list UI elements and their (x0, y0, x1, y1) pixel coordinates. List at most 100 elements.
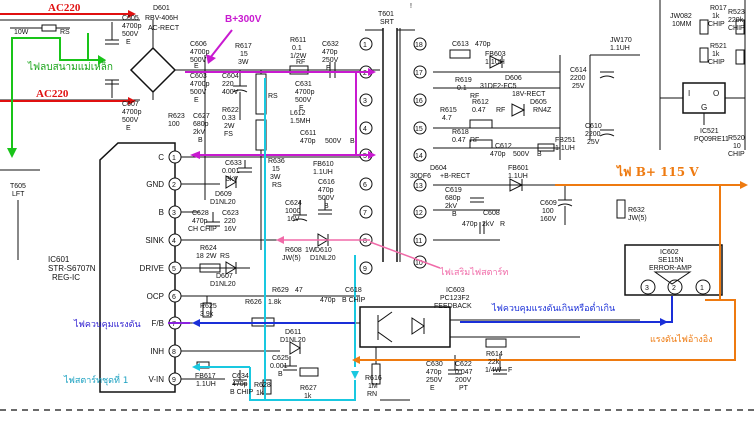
r520-rating: CHIP (728, 151, 745, 158)
t601-mark: ! (410, 3, 412, 10)
ic601-pin-2 (168, 177, 182, 191)
r611-type: RF (296, 59, 305, 66)
ic602-ref: IC602 (660, 249, 679, 256)
c611-rating: 500V (325, 138, 342, 145)
d604-type: +B-RECT (440, 173, 471, 180)
c613-value: 470p (475, 41, 491, 48)
c605-ref: C605 (122, 15, 139, 22)
r611-ref: R611 (290, 37, 306, 44)
fb603-ref: FB603 (485, 51, 506, 58)
r521-ref: R521 (710, 43, 727, 50)
ic601-pin-8-num: 8 (172, 349, 176, 356)
c624-ref: C624 (285, 200, 302, 207)
c612-rating: 500V (513, 151, 530, 158)
c604-rating: 400V (222, 89, 239, 96)
c605-value: 4700p (122, 23, 142, 30)
ic601-pin-8-name: INH (150, 347, 164, 356)
ic521-part: PQ09RE11 (694, 136, 729, 143)
ic521-pin-i: I (688, 89, 690, 98)
degauss-resistor-type: RS (60, 29, 70, 36)
ic521-pin-o: O (713, 89, 719, 98)
t601-pin-17 (413, 65, 427, 79)
b115-arrow (740, 181, 748, 189)
jw082-value: 10MM (672, 21, 692, 28)
c605-rating: 500V (122, 31, 139, 38)
c613-ref: C613 (452, 41, 469, 48)
r624-rating: 2W (206, 253, 217, 260)
r628-ref: R628 (254, 382, 271, 389)
c632-value: 470p (322, 49, 338, 56)
ic601-pin-5-num: 5 (172, 266, 176, 273)
c622-rating: 200V (455, 377, 472, 384)
c628-rating: CH CHIP (188, 226, 217, 233)
t601-pin-12 (413, 205, 427, 219)
ic601-pin-6-name: OCP (147, 292, 164, 301)
d601-type: AC-RECT (148, 25, 180, 32)
label-b300: B+300V (225, 14, 262, 25)
signal-highlights (0, 10, 748, 401)
c609-ref: C609 (540, 200, 557, 207)
r632-value: JW(5) (628, 215, 647, 222)
c627-value: 680p (193, 121, 209, 128)
c624-value: 1000 (285, 208, 301, 215)
t601-pin-9 (359, 261, 373, 275)
degauss-arrow-right (98, 55, 106, 65)
d606-ref: D606 (505, 75, 522, 82)
d605-value: RN4Z (533, 107, 552, 114)
ic602-body (624, 244, 723, 296)
t601-pin-18 (413, 37, 427, 51)
ic601-pin-4 (168, 233, 182, 247)
t601-pin-2-label: 2 (363, 70, 367, 77)
t601-pin-17-label: 17 (415, 70, 423, 77)
c607-ref: C607 (122, 101, 139, 108)
c607-value: 4700p (122, 109, 142, 116)
start-arrow-down (351, 371, 359, 379)
regulator-arrow (352, 356, 360, 364)
r622-type: FS (224, 131, 233, 138)
r612-type: RF (496, 107, 505, 114)
t601-pin-10-label: 10 (415, 260, 423, 267)
label-regulator: แรงดันไฟอ้างอิง (650, 334, 713, 345)
r619-value: 0.1 (457, 85, 467, 92)
c627-ref: C627 (193, 113, 210, 120)
d609-ref: D609 (215, 191, 232, 198)
c622-type: PT (459, 385, 469, 392)
label-feedback-over: ไฟควบคุมแรงดันเกินหรือต่ำเกิน (491, 301, 615, 314)
c625-ref: C625 (272, 355, 289, 362)
r636-value: 15 (272, 166, 280, 173)
r614-rating: 1/4W (485, 367, 502, 374)
ic602-pin-2 (667, 279, 683, 295)
c610-rating: 25V (587, 139, 600, 146)
t601-pin-7 (359, 205, 373, 219)
d611-ref: D611 (285, 329, 301, 336)
r616-ref: R616 (365, 375, 382, 382)
c624-rating: 16V (287, 216, 300, 223)
c630-value: 470p (426, 369, 442, 376)
ic603-part: PC123F2 (440, 295, 470, 302)
r618-value: 0.47 (452, 137, 466, 144)
r616-value: 1M (368, 383, 378, 390)
r017-value: 1k (712, 13, 720, 20)
t601-pin-1 (359, 37, 373, 51)
regulator-join (720, 299, 736, 340)
ic601-pin-6 (168, 289, 182, 303)
r615-value: 4.7 (442, 115, 452, 122)
c607-rating: 500V (122, 117, 139, 124)
r622-rating: 2W (224, 123, 235, 130)
fb601-value: 1.1UH (508, 173, 528, 180)
t601-pin-3-label: 3 (363, 98, 367, 105)
ic602-pin-2-label: 2 (672, 285, 676, 292)
c627-rating: 2kV (193, 129, 205, 136)
t601-pin-8-label: 8 (363, 238, 367, 245)
c631-rating: 500V (295, 97, 312, 104)
r619-type: RF (470, 93, 479, 100)
ic601-pin-7-name: F/B (152, 319, 164, 328)
c611-ref: C611 (300, 130, 316, 137)
t601-pin-14-label: 14 (415, 153, 423, 160)
c618-ref: C618 (345, 287, 362, 294)
bridge-rectifier-d601 (129, 46, 177, 94)
t601-pin-11-label: 11 (415, 238, 422, 245)
r624-type: RS (220, 253, 230, 260)
r523-value: 220k (728, 17, 744, 24)
